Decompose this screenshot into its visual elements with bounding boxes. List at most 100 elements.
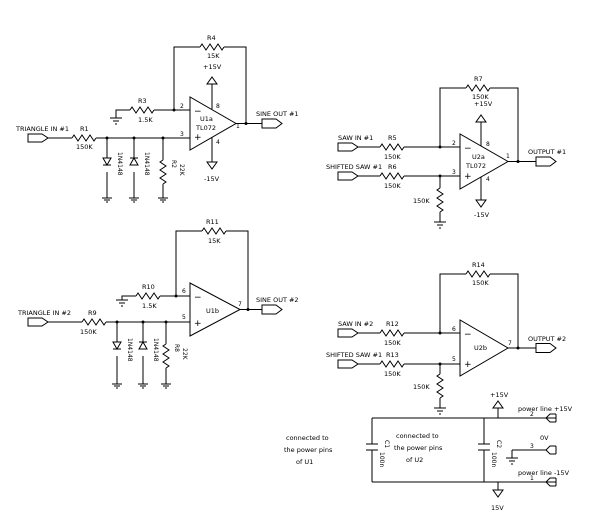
circuit-4-saw-subtractor: SAW IN #2 R12 150K SHIFTED SAW #1 R13 15… [326, 261, 566, 415]
ground-symbol [434, 221, 446, 229]
pin-3: 3 [180, 131, 184, 138]
wire [115, 109, 130, 118]
input-connector-saw-2 [337, 328, 359, 338]
resistor-r-ground-2 [436, 373, 444, 399]
val-c1: 100n [378, 452, 385, 467]
pin-1: 1 [530, 475, 534, 482]
resistor-r8 [162, 343, 170, 369]
val-r13: 150K [384, 370, 401, 378]
note-u1-line1: connected to [286, 434, 329, 442]
val-r6: 150K [384, 182, 401, 190]
pin-5: 5 [182, 314, 186, 321]
ref-r11: R11 [206, 218, 219, 226]
input-connector-shifted-saw-2 [337, 359, 359, 369]
output-connector-1 [535, 156, 557, 167]
ground-symbol [161, 383, 171, 389]
pin-2: 2 [452, 140, 456, 147]
val-r1: 150K [76, 143, 93, 151]
ref-r2: R2 [170, 160, 177, 168]
val-r12: 150K [384, 339, 401, 347]
output-connector-sine-1 [261, 118, 283, 129]
pin-2: 2 [530, 411, 534, 418]
label-power-vneg: 15V [491, 504, 504, 512]
ref-r6: R6 [388, 163, 397, 171]
note-u2-line3: of U2 [406, 456, 423, 464]
resistor-r4 [199, 43, 225, 51]
junction-dot [516, 346, 520, 350]
wire [439, 273, 466, 333]
power-connector-pos [545, 413, 557, 423]
wire [439, 87, 466, 147]
wire [121, 295, 136, 300]
val-r9: 150K [80, 328, 97, 336]
ground-symbol [102, 197, 112, 203]
label-d4-part: 1N4148 [152, 338, 159, 362]
val-r7: 150K [472, 93, 489, 101]
diode-d2 [129, 156, 139, 166]
label-output-2: OUTPUT #2 [528, 335, 566, 343]
label-vneg: -15V [474, 211, 490, 219]
ref-r14: R14 [472, 261, 485, 269]
label-u2b: U2b [474, 344, 487, 352]
input-connector-shifted-saw-1 [337, 171, 359, 181]
ref-c1: C1 [383, 440, 390, 448]
wire [490, 87, 519, 162]
junction-dot [516, 160, 520, 163]
ref-r9: R9 [88, 309, 97, 317]
label-u1a: U1a [200, 115, 213, 123]
label-power-vpos: +15V [490, 391, 509, 399]
wire [226, 230, 249, 310]
label-power-line-zero: 0V [540, 434, 549, 442]
val-r-ground-1: 150K [413, 197, 430, 205]
pin-4: 4 [216, 139, 220, 146]
pin-8: 8 [486, 141, 490, 148]
val-r4: 15K [207, 52, 220, 60]
note-u1-line2: the power pins [284, 446, 333, 454]
ref-r8: R8 [173, 344, 180, 352]
label-saw-in-1: SAW IN #1 [338, 134, 373, 142]
resistor-r10 [135, 292, 161, 300]
input-connector-saw-1 [337, 142, 359, 152]
resistor-r2 [159, 159, 167, 185]
ground-symbol [129, 197, 139, 203]
vminus-arrow [206, 161, 218, 170]
input-connector-triangle-1 [27, 133, 49, 143]
ref-r12: R12 [386, 320, 399, 328]
val-r-ground-2: 150K [413, 383, 430, 391]
circuit-1-triangle-to-sine: TRIANGLE IN #1 R1 150K 1N4148 1N4148 R2 … [15, 34, 299, 203]
opamp-minus-sign: − [464, 330, 472, 340]
ground-symbol [116, 299, 128, 307]
pin-7: 7 [238, 301, 242, 308]
opamp-minus-sign: − [194, 107, 202, 117]
opamp-u1a [189, 96, 238, 151]
label-d2-part: 1N4148 [143, 152, 150, 176]
wire [175, 230, 202, 296]
resistor-r7 [465, 84, 491, 92]
pin-6: 6 [452, 326, 456, 333]
resistor-r11 [201, 227, 227, 235]
opamp-minus-sign: − [464, 144, 472, 154]
circuit-3-saw-subtractor: SAW IN #1 R5 150K SHIFTED SAW #1 R6 150K… [326, 75, 566, 229]
pin-2: 2 [180, 103, 184, 110]
capacitor-c1 [366, 443, 378, 451]
opamp-u1b [189, 282, 242, 337]
label-output-1: OUTPUT #1 [528, 148, 566, 156]
capacitor-c2 [478, 443, 490, 451]
label-sine-out-1: SINE OUT #1 [256, 110, 299, 118]
power-section: C1 100n C2 100n connected to the power p… [284, 391, 573, 512]
ground-symbol [110, 117, 122, 125]
wire [173, 46, 200, 110]
diode-d4 [138, 340, 148, 350]
val-c2: 100n [490, 452, 497, 467]
power-connector-zero [545, 445, 557, 455]
val-r11: 15K [208, 237, 221, 245]
wire [224, 46, 247, 123]
resistor-r-ground-1 [436, 187, 444, 213]
pin-1: 1 [506, 153, 510, 160]
label-power-line-neg: power line -15V [518, 469, 570, 477]
label-vneg: -15V [204, 175, 220, 183]
note-u2-line1: connected to [396, 432, 439, 440]
label-vpos: +15V [203, 63, 222, 71]
label-shifted-saw-1: SHIFTED SAW #1 [326, 163, 382, 171]
